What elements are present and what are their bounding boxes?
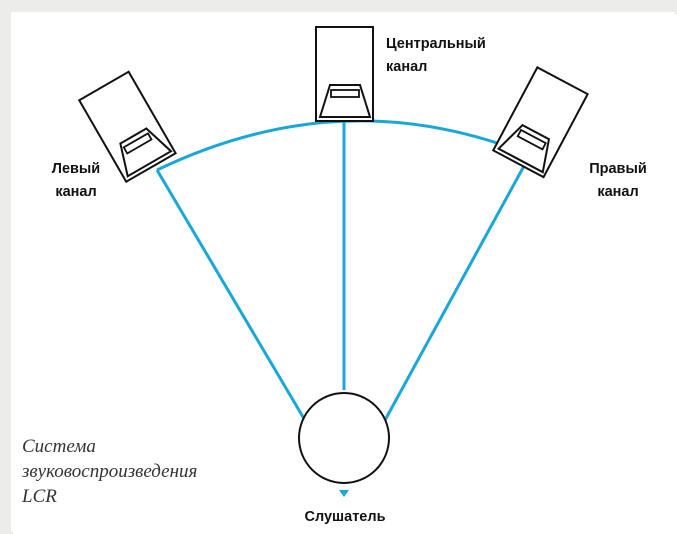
caption-line1: Система [22, 436, 96, 457]
left-speaker-icon [77, 70, 177, 184]
right-speaker-icon [491, 66, 590, 179]
listener-nose [339, 490, 349, 497]
listener-label: Слушатель [304, 509, 386, 525]
listener-head [298, 392, 390, 484]
figure-caption: Система звуковоспроизведения LCR [22, 434, 197, 509]
center-label-line2: канал [386, 59, 428, 75]
right-label-line2: канал [597, 184, 639, 200]
center-channel-label: Центральный канал [386, 33, 486, 79]
center-speaker-icon [315, 26, 374, 122]
left-line [155, 169, 308, 423]
right-channel-label: Правый канал [578, 158, 658, 204]
right-line [382, 154, 532, 423]
caption-line2: звуковоспроизведения [22, 461, 198, 482]
left-channel-label: Левый канал [38, 158, 114, 204]
caption-line3: LCR [22, 486, 57, 507]
left-label-line2: канал [55, 184, 97, 200]
left-label-line1: Левый [51, 161, 101, 177]
right-label-line1: Правый [589, 161, 647, 177]
center-label-line1: Центральный [386, 36, 486, 52]
